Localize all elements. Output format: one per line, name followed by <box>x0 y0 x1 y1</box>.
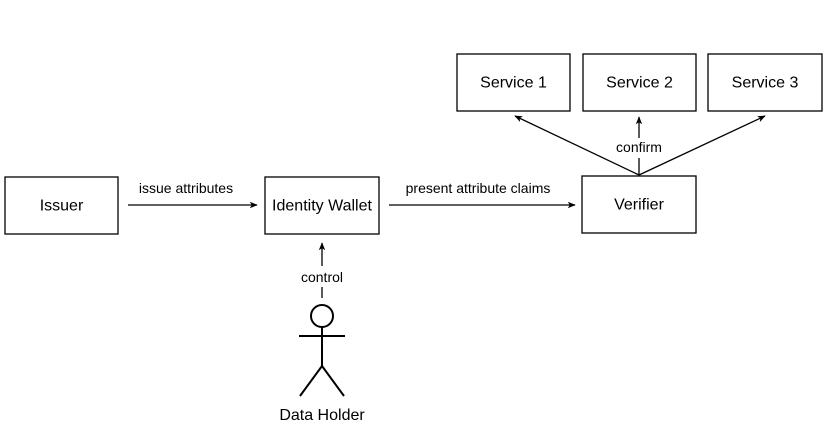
verifier-label: Verifier <box>614 197 664 214</box>
service-2-label: Service 2 <box>606 75 673 92</box>
present-claims-edge: present attribute claims <box>389 180 576 209</box>
data-holder-label: Data Holder <box>279 407 365 424</box>
service-3-node: Service 3 <box>707 53 823 112</box>
issuer-node: Issuer <box>4 176 119 235</box>
identity-wallet-label: Identity Wallet <box>272 198 372 215</box>
identity-wallet-node: Identity Wallet <box>264 176 380 235</box>
service-1-box <box>456 53 571 112</box>
person-icon <box>299 304 345 397</box>
data-holder-actor: Data Holder <box>279 304 365 424</box>
confirm-label: confirm <box>616 139 662 155</box>
identity-wallet-box <box>264 176 380 235</box>
verifier-to-services-edges: confirm <box>514 115 766 176</box>
service-3-box <box>707 53 823 112</box>
present-claims-label: present attribute claims <box>406 180 551 196</box>
issue-attributes-edge: issue attributes <box>128 180 258 209</box>
control-edge: control <box>301 242 343 298</box>
issue-attributes-label: issue attributes <box>139 180 233 196</box>
service-3-label: Service 3 <box>732 75 799 92</box>
verifier-to-service-3-arrow <box>638 115 766 176</box>
service-2-box <box>582 53 697 112</box>
control-label: control <box>301 269 343 285</box>
issuer-label: Issuer <box>40 198 84 215</box>
service-2-node: Service 2 <box>582 53 697 112</box>
service-1-node: Service 1 <box>456 53 571 112</box>
service-1-label: Service 1 <box>480 75 547 92</box>
verifier-node: Verifier <box>581 175 697 234</box>
verifier-to-service-1-arrow <box>514 115 640 176</box>
issuer-box <box>4 176 119 235</box>
verifier-box <box>581 175 697 234</box>
